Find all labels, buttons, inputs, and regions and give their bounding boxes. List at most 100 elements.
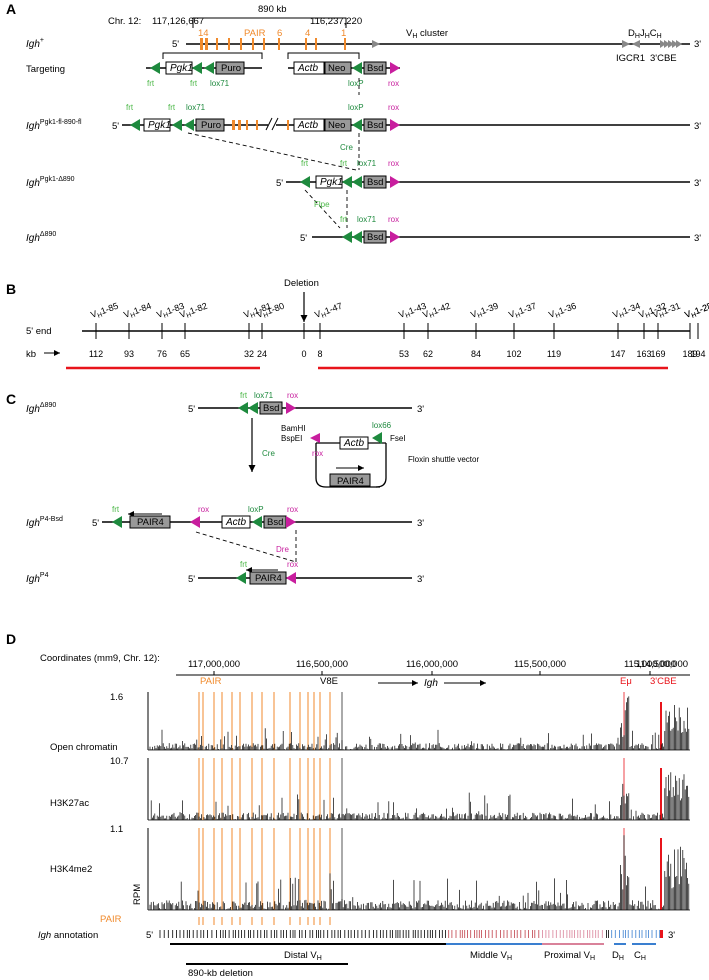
loxp-label-b1: loxP [348,103,364,112]
bsd-label-a3: Bsd [367,177,383,188]
coord-title-d: Coordinates (mm9, Chr. 12): [40,653,160,664]
track-name-h3k4me2: H3K4me2 [50,864,92,875]
track-name-open: Open chromatin [50,742,118,753]
kb-value-label: 112 [89,349,103,359]
three-prime-c1: 3' [417,404,424,415]
pair4-label-c2: PAIR4 [137,517,164,528]
five-prime-a3: 5' [276,178,283,189]
coord-right: 116,237,220 [310,16,362,27]
track-name-h3k27ac: H3K27ac [50,798,89,809]
panel-letter-c: C [6,391,16,407]
shuttle-vector-label: Floxin shuttle vector [408,455,479,464]
rox-label-e1: rox [287,391,298,400]
three-prime-a4: 3' [694,233,701,244]
cre-label-a: Cre [340,143,353,152]
dh-jh-ch-label: DHJHCH [628,28,662,40]
pair-label-a: PAIR [244,28,266,39]
annotation-label: Igh annotation [38,930,98,941]
chr-label: Chr. 12: [108,16,141,27]
targeting-bracket-right [287,52,360,59]
vh-cluster-label: VH cluster [406,28,448,40]
cre-label-c: Cre [262,449,275,458]
pair-number-4: 4 [305,28,310,39]
targeting-right-construct [288,61,400,75]
vh-gene-label: VH1-42 [421,301,452,322]
five-prime-c2: 5' [92,518,99,529]
rox-label-c1: rox [388,159,399,168]
loxp-label-a1: loxP [348,79,364,88]
cbe-label-a: 3'CBE [650,53,677,64]
kb-value-label: 0 [301,349,306,359]
frt-label-a1: frt [147,79,155,88]
bamhi-label: BamHI [281,424,305,433]
igh-label-d: Igh [424,678,438,689]
igcr1-label: IGCR1 [616,53,645,64]
deletion-label: Deletion [284,278,319,289]
lox71-label-d1: lox71 [357,215,377,224]
coord-tick-label: 114,500,000 [636,659,688,670]
kb-value-label: 53 [399,349,409,359]
vh-gene-label: VH1-27 [683,301,709,322]
vh-gene-label: VH1-28 [683,301,709,322]
kb-label: kb [26,349,36,360]
five-prime-c1: 5' [188,404,195,415]
targeting-bracket-left [162,52,263,59]
track-max-open: 1.6 [110,692,123,703]
frt-label-b1: frt [126,103,134,112]
actb-label-shuttle: Actb [343,438,364,449]
row-label-targeting: Targeting [26,64,65,75]
frt-label-c2: frt [340,159,348,168]
neo-label-a2: Neo [328,120,345,131]
rox-label-d1: rox [388,215,399,224]
panel-letter-a: A [6,1,16,17]
pair-number-1: 1 [341,28,346,39]
span-bracket [192,17,347,28]
distal-vh-label: Distal VH [284,950,322,962]
vh-gene-label: VH1-36 [547,301,578,322]
span-label: 890 kb [258,4,287,15]
row-label-igh-pgk1-fl: IghPgk1-fl-890-fl [26,119,82,132]
kb-value-label: 189 [682,349,697,359]
v8e-label: V8E [320,676,338,687]
actb-label-a2: Actb [297,120,318,131]
frt-label-g1: frt [240,560,248,569]
three-prime-d: 3' [668,930,675,941]
signal-trace [149,772,690,820]
track-max-h3k27ac: 10.7 [110,756,129,767]
chromatin-tracks [147,692,690,911]
kb-value-label: 194 [690,349,705,359]
frt-label-b2: frt [168,103,176,112]
frt-label-c1: frt [301,159,309,168]
actb-label-c2: Actb [225,517,246,528]
vh-gene-label: VH1-47 [313,301,344,322]
bspei-label: BspEI [281,434,302,443]
five-prime-a4: 5' [300,233,307,244]
pgk1-label-a1: Pgk1 [170,63,193,74]
middle-vh-label: Middle VH [470,950,512,962]
row-label-c-p4: IghP4 [26,572,49,585]
vh-gene-label: VH1-84 [122,301,153,322]
five-prime-d: 5' [146,930,153,941]
pair4-label-shuttle: PAIR4 [337,476,364,487]
vh-gene-label: VH1-39 [469,301,500,322]
neo-label-a1: Neo [328,63,345,74]
c-del890-locus [198,401,412,415]
panel-a: A 890 kb Chr. 12: 117,126,667 116,237,22… [6,1,701,244]
kb-value-label: 32 [244,349,254,359]
pair-marks-wt [200,38,346,50]
annotation-pair-label: PAIR [100,914,122,925]
coord-tick-label: 117,000,000 [188,659,240,670]
pair-number-6: 6 [277,28,282,39]
puro-label-a1: Puro [221,63,241,74]
ch-label: CH [634,950,646,962]
row-label-igh-pgk1-del: IghPgk1-Δ890 [26,176,75,189]
floxin-shuttle-vector [310,432,387,488]
five-end-label: 5' end [26,326,52,337]
lox66-label: lox66 [372,421,392,430]
coord-tick-label: 116,500,000 [296,659,348,670]
coord-tick-label: 116,000,000 [406,659,458,670]
c-p4-bsd-locus [102,515,412,529]
